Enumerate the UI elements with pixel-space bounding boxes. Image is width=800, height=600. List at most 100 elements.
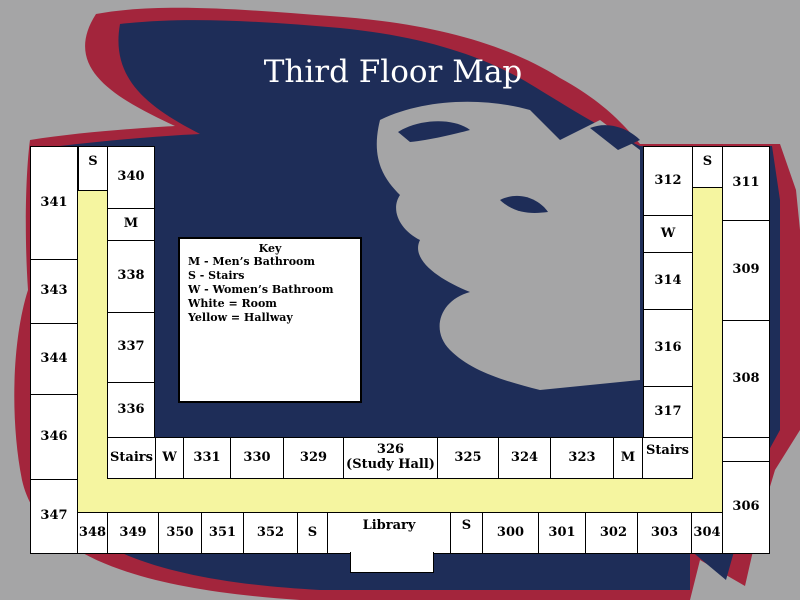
room-329: 329 [283,437,344,479]
room-316: 316 [643,309,693,387]
stairs-ne-label: S [702,154,713,169]
stairs-south-2-label: S [461,518,472,533]
room-325-label: 325 [454,449,482,465]
room-348-label: 348 [78,524,107,540]
room-343-label: 343 [40,283,68,299]
room-347-label: 347 [40,508,68,524]
key-line-stairs: S - Stairs [188,269,245,282]
stairs-se: Stairs [642,437,693,479]
room-303: 303 [637,512,692,554]
room-308: 308 [722,320,770,438]
stairs-south-1-label: S [307,524,318,540]
room-336-label: 336 [117,401,145,417]
room-340-label: 340 [117,169,145,185]
room-317: 317 [643,386,693,438]
room-330-label: 330 [243,449,271,465]
room-340: 340 [107,146,155,209]
room-351: 351 [201,512,244,554]
room-325: 325 [437,437,499,479]
map-key: Key M - Men’s Bathroom S - Stairs W - Wo… [178,237,362,403]
library-annex [350,552,434,573]
room-314: 314 [643,252,693,310]
room-308-label: 308 [732,370,760,386]
library: Library [327,512,451,554]
room-323-label: 323 [568,449,596,465]
room-326-study-hall: 326 (Study Hall) [343,437,438,479]
room-311-label: 311 [732,175,760,191]
room-304: 304 [691,512,723,554]
room-337: 337 [107,312,155,383]
room-304-label: 304 [693,524,721,540]
room-326-label: 326 [376,442,405,458]
room-344: 344 [30,323,78,395]
key-line-mens: M - Men’s Bathroom [188,255,316,268]
stairs-sw: Stairs [107,437,156,479]
room-329-label: 329 [299,449,328,465]
room-331-label: 331 [193,449,221,465]
stairs-south-1: S [297,512,328,554]
key-title: Key [258,242,282,255]
stairs-nw: S [78,146,108,191]
womens-bathroom-east-label: W [660,225,676,241]
room-302-label: 302 [599,524,627,540]
room-351-label: 351 [208,524,237,540]
room-343: 343 [30,259,78,324]
room-324-label: 324 [510,449,539,465]
stairs-nw-label: S [88,154,98,169]
room-312: 312 [643,146,693,216]
library-label: Library [362,518,416,533]
room-349-label: 349 [119,524,147,540]
room-309: 309 [722,220,770,321]
map-title: Third Floor Map [263,54,523,90]
room-346: 346 [30,394,78,480]
mens-bathroom-south: M [613,437,643,479]
mens-bathroom-south-label: M [620,449,636,465]
room-unlabeled-east [722,437,770,462]
room-301: 301 [538,512,586,554]
hallway-south [78,478,722,513]
room-314-label: 314 [654,272,682,288]
room-338: 338 [107,240,155,313]
mens-bathroom-west: M [107,208,155,241]
room-326-sublabel: (Study Hall) [346,457,435,472]
room-324: 324 [498,437,551,479]
womens-bathroom-south: W [155,437,184,479]
room-336: 336 [107,382,155,438]
room-303-label: 303 [650,524,679,540]
room-309-label: 309 [732,262,760,278]
room-323: 323 [550,437,614,479]
room-331: 331 [183,437,231,479]
hallway-west [78,190,108,513]
room-316-label: 316 [654,339,682,355]
room-346-label: 346 [40,428,68,444]
room-317-label: 317 [654,403,682,419]
room-348: 348 [77,512,108,554]
room-312-label: 312 [654,172,682,188]
room-347: 347 [30,479,78,554]
womens-bathroom-east: W [643,215,693,253]
stairs-se-label: Stairs [646,443,689,458]
room-306-label: 306 [732,499,760,515]
room-350-label: 350 [166,524,194,540]
stairs-ne: S [692,146,723,188]
room-300-label: 300 [496,524,525,540]
room-330: 330 [230,437,284,479]
room-301-label: 301 [548,524,576,540]
room-300: 300 [482,512,539,554]
mens-bathroom-west-label: M [123,216,139,232]
key-line-yellow: Yellow = Hallway [188,311,293,324]
room-337-label: 337 [117,339,145,355]
room-341-label: 341 [40,194,68,210]
room-352: 352 [243,512,298,554]
room-306: 306 [722,461,770,554]
hallway-east [692,187,722,513]
stairs-south-2: S [450,512,483,554]
room-302: 302 [585,512,638,554]
room-338-label: 338 [117,268,145,284]
room-344-label: 344 [40,350,68,366]
room-311: 311 [722,146,770,221]
room-350: 350 [158,512,202,554]
womens-bathroom-south-label: W [162,449,177,465]
room-349: 349 [107,512,159,554]
stairs-sw-label: Stairs [110,449,153,465]
